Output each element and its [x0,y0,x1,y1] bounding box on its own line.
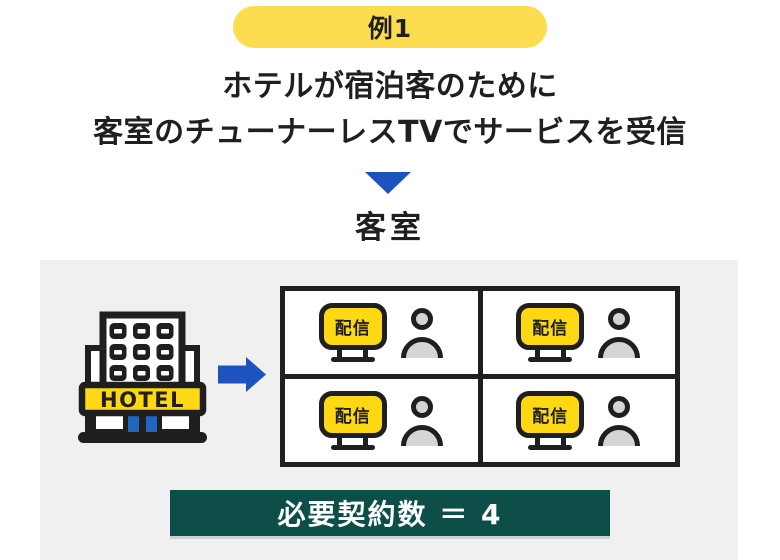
tv-legs [337,350,369,357]
tv-legs [534,350,566,357]
room-cell-1: 配信 [285,291,478,374]
person-icon [400,307,443,358]
room-grid: 配信 配信 [280,286,680,467]
tv-icon: 配信 [318,303,387,362]
tv-label: 配信 [532,319,569,339]
tv-label: 配信 [334,319,371,339]
tv-icon: 配信 [516,391,585,450]
right-arrow-icon [218,357,266,392]
hotel-icon: HOTEL [78,311,207,443]
hotel-window-slots [114,329,169,376]
example-badge-label: 例1 [367,14,413,43]
diagram-panel: HOTEL 配信 [40,260,738,560]
example-badge: 例1 [233,6,547,48]
tv-legs [337,438,369,445]
tv-legs [534,438,566,445]
result-banner-label: 必要契約数 ＝ 4 [277,498,503,531]
room-cell-2: 配信 [482,291,675,374]
headline-line-1: ホテルが宿泊客のために [222,69,558,104]
person-icon [598,395,641,446]
room-cell-3: 配信 [285,379,478,462]
room-cell-4: 配信 [482,379,675,462]
hotel-sign-label: HOTEL [100,388,185,412]
tv-base [330,445,375,450]
tv-screen: 配信 [516,303,585,350]
room-heading: 客室 [355,210,425,246]
down-arrow-icon [365,172,411,194]
tv-base [528,445,573,450]
person-icon [400,395,443,446]
hotel-sign-band [78,381,207,417]
hotel-door-right [146,414,157,432]
tv-label: 配信 [532,407,569,427]
tv-screen: 配信 [318,391,387,438]
tv-icon: 配信 [318,391,387,450]
hotel-door-left [128,414,139,432]
person-icon [598,307,641,358]
headline-line-2: 客室のチューナーレスTVでサービスを受信 [93,115,687,150]
tv-screen: 配信 [516,391,585,438]
result-banner: 必要契約数 ＝ 4 [170,490,610,536]
tv-label: 配信 [334,407,371,427]
tv-icon: 配信 [516,303,585,362]
headline: ホテルが宿泊客のために 客室のチューナーレスTVでサービスを受信 [0,64,780,156]
tv-screen: 配信 [318,303,387,350]
tv-base [330,357,375,362]
tv-base [528,357,573,362]
hotel-base [78,432,207,443]
